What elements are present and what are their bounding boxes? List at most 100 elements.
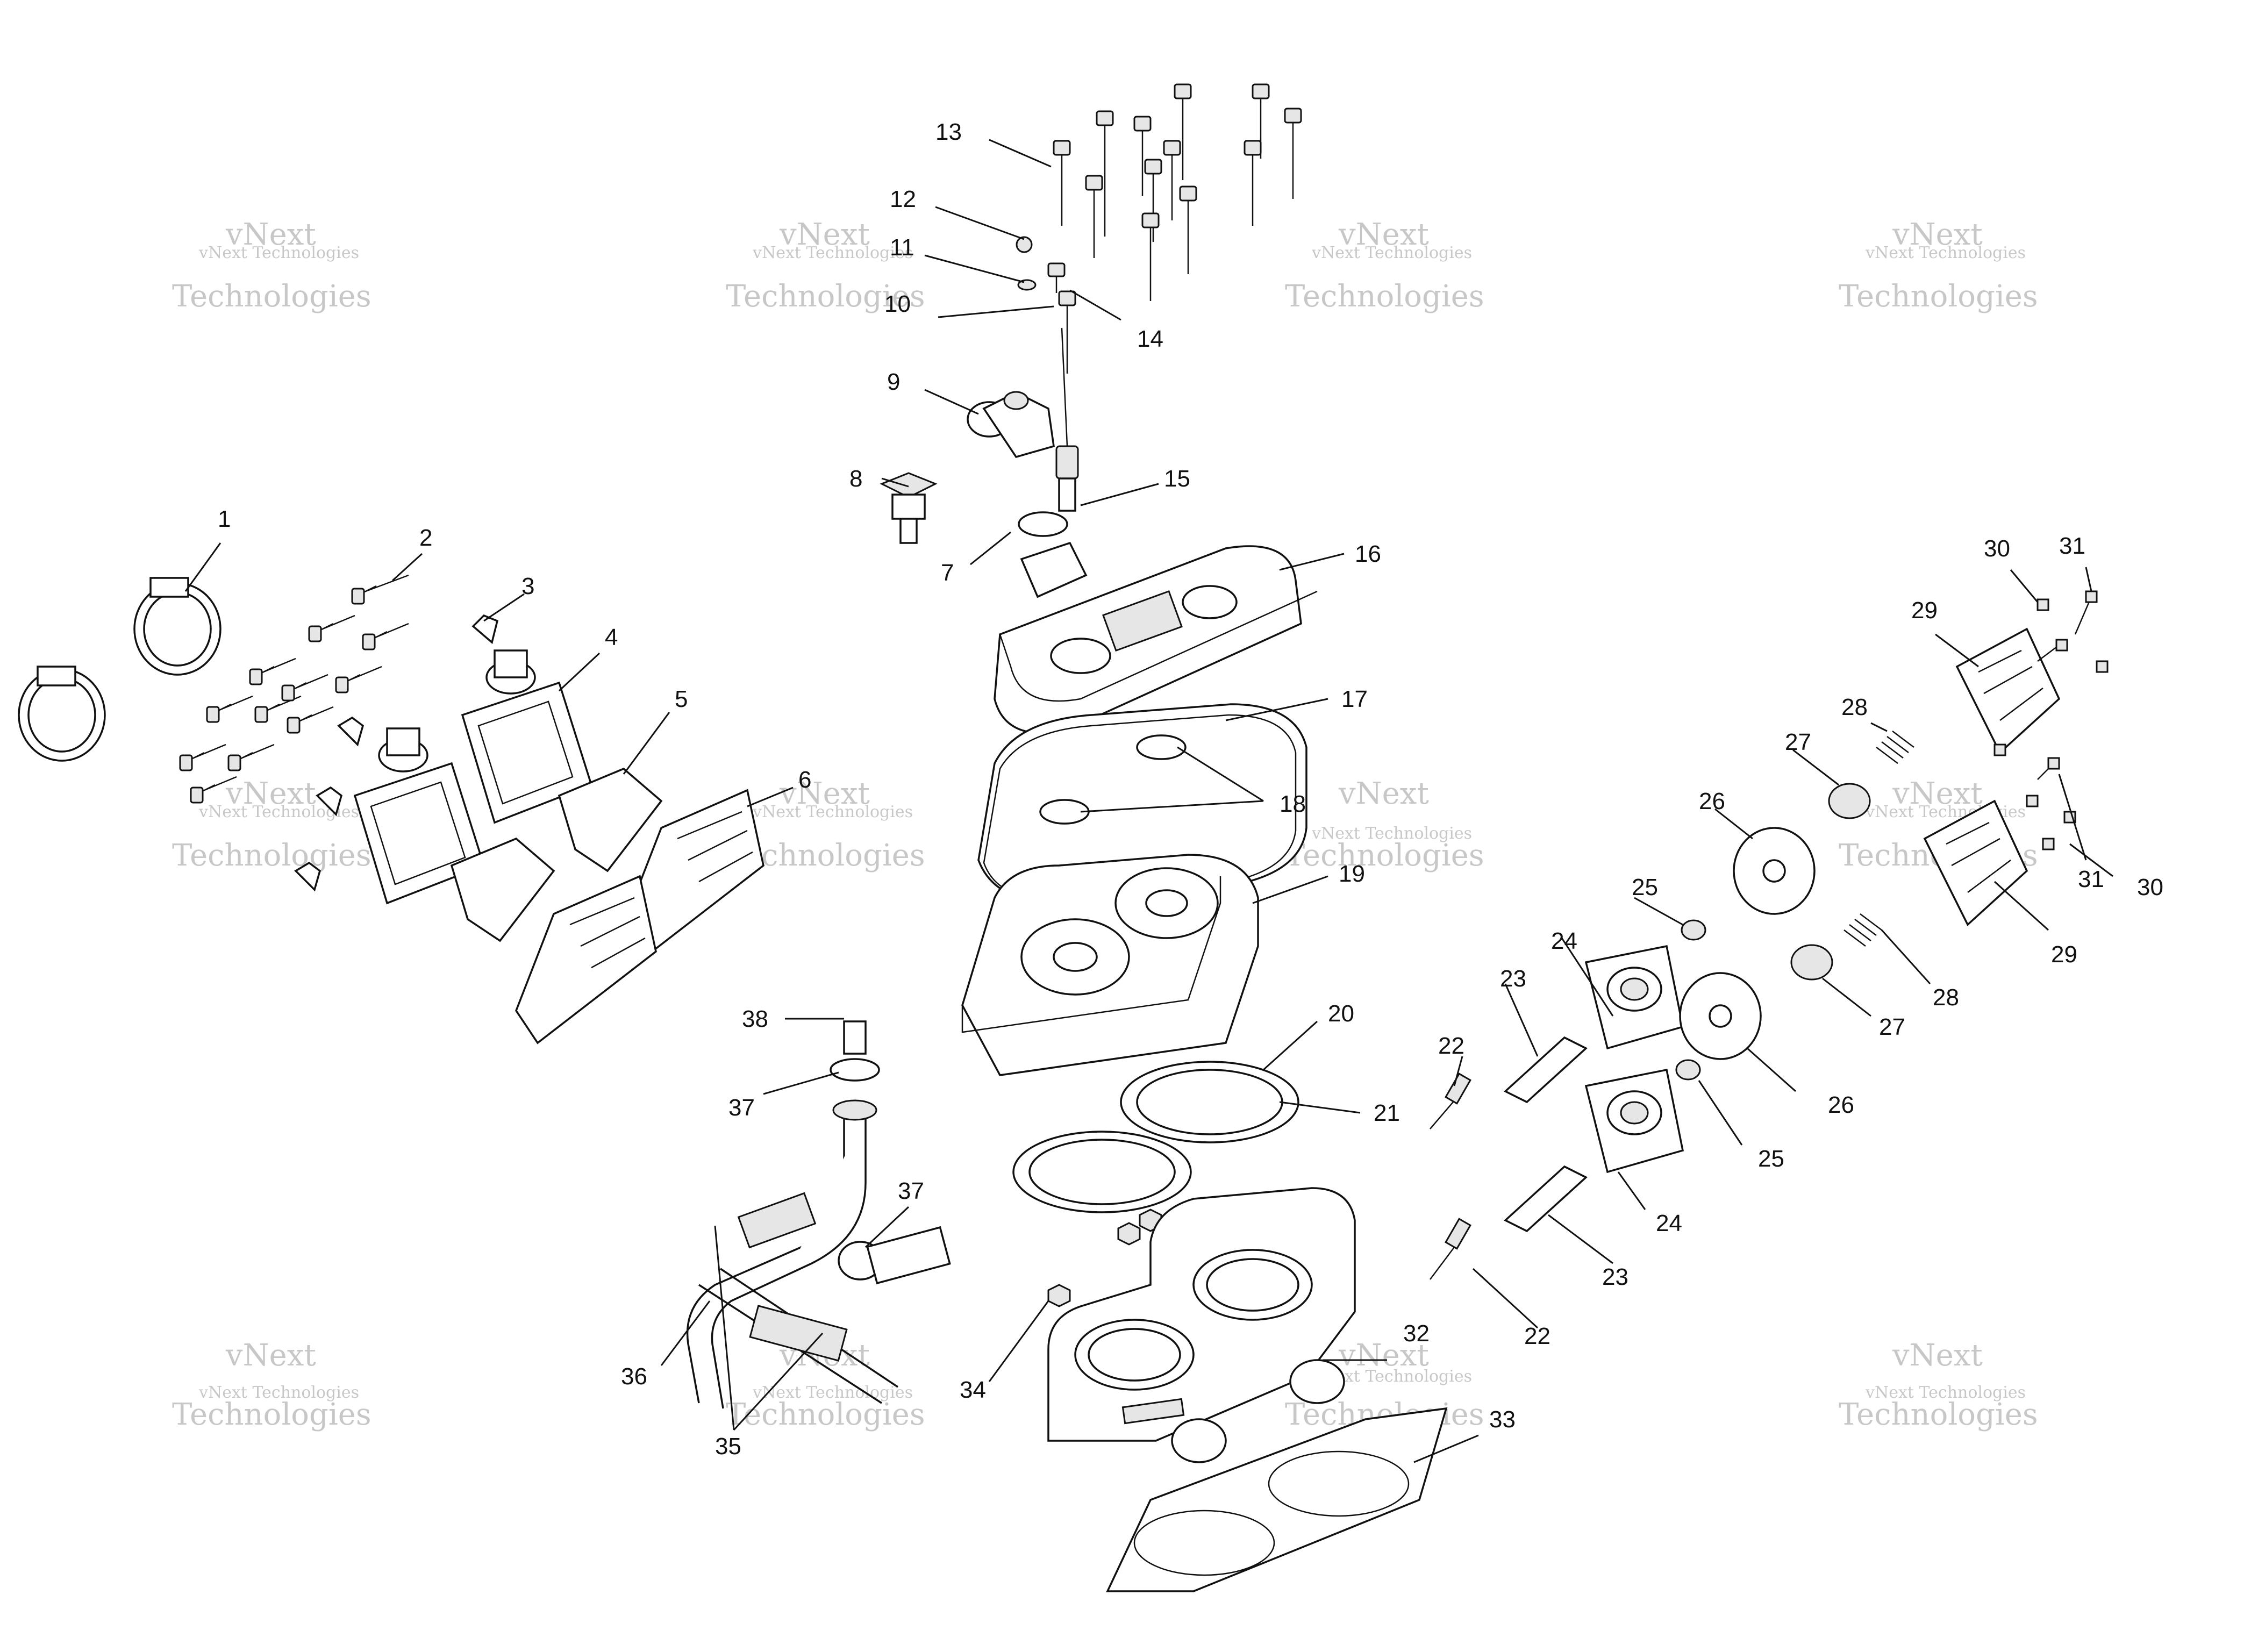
leader-lines [184, 139, 2113, 1463]
callout-9: 9 [887, 369, 900, 395]
bearing-27-part [1790, 783, 1871, 981]
thermostat-part [880, 472, 938, 544]
callout-19: 19 [1339, 861, 1365, 887]
reed-valve-part [515, 789, 764, 1045]
svg-text:vNext: vNext [779, 776, 870, 811]
svg-text:Technologies: Technologies [172, 838, 371, 873]
callout-22b: 22 [1524, 1323, 1550, 1349]
callout-31b: 31 [2078, 866, 2104, 892]
svg-text:Technologies: Technologies [1839, 279, 2038, 314]
watermark-mid-right-center: vNext Technologies vNext Technologies [1285, 776, 1484, 873]
svg-text:Technologies: Technologies [1285, 279, 1484, 314]
callout-37a: 37 [898, 1178, 924, 1204]
callout-31a: 31 [2059, 533, 2085, 559]
spacer-part [450, 767, 663, 942]
callout-6: 6 [798, 767, 811, 793]
callout-10: 10 [884, 291, 911, 317]
clip-set-part [294, 614, 499, 892]
svg-text:vNext: vNext [225, 1338, 316, 1373]
svg-text:vNext Technologies: vNext Technologies [198, 1383, 359, 1402]
callout-28a: 28 [1841, 694, 1868, 720]
callout-22a: 22 [1438, 1033, 1464, 1059]
sensor-22-part [1430, 1072, 1471, 1280]
callout-15: 15 [1164, 466, 1190, 492]
callout-7: 7 [941, 560, 954, 586]
svg-text:vNext Technologies: vNext Technologies [752, 244, 913, 262]
callout-1: 1 [218, 506, 231, 532]
callout-25b: 25 [1758, 1146, 1784, 1172]
callout-numbers: 1 2 3 4 5 6 7 8 9 10 11 12 13 14 15 16 1… [218, 119, 2163, 1460]
base-gasket-part [1106, 1407, 1448, 1592]
o-ring-7-part [1018, 511, 1068, 537]
callout-5: 5 [675, 686, 688, 712]
hose-assembly-part [686, 1020, 951, 1409]
bolt-set-part [179, 574, 409, 804]
svg-text:vNext: vNext [1892, 1338, 1983, 1373]
svg-text:vNext Technologies: vNext Technologies [752, 803, 913, 821]
svg-text:vNext: vNext [779, 217, 870, 252]
svg-text:vNext Technologies: vNext Technologies [1311, 824, 1472, 843]
svg-text:vNext Technologies: vNext Technologies [1865, 244, 2026, 262]
svg-text:vNext: vNext [1892, 776, 1983, 811]
callout-37b: 37 [728, 1095, 755, 1121]
watermark-mid-left: vNext Technologies vNext Technologies [172, 776, 371, 873]
svg-text:Technologies: Technologies [172, 279, 371, 314]
callout-23a: 23 [1500, 966, 1526, 992]
watermark-top-left: vNext Technologies vNext Technologies [172, 217, 371, 314]
svg-text:Technologies: Technologies [726, 1397, 925, 1432]
callout-27b: 27 [1879, 1014, 1905, 1040]
svg-text:vNext: vNext [1892, 217, 1983, 252]
callout-38: 38 [742, 1006, 768, 1032]
svg-text:vNext: vNext [225, 217, 316, 252]
seal-25-part [1675, 919, 1706, 1081]
callout-25a: 25 [1632, 874, 1658, 900]
svg-text:Technologies: Technologies [172, 1397, 371, 1432]
callout-8: 8 [849, 466, 862, 492]
svg-text:vNext Technologies: vNext Technologies [1865, 1383, 2026, 1402]
watermark-top-right-center: vNext Technologies vNext Technologies [1285, 217, 1484, 314]
svg-text:Technologies: Technologies [1285, 838, 1484, 873]
hose-clamp-part [18, 577, 221, 762]
callout-20: 20 [1328, 1000, 1354, 1027]
callout-12: 12 [890, 186, 916, 212]
callout-24b: 24 [1656, 1210, 1682, 1236]
watermark-top-center: vNext Technologies vNext Technologies [726, 217, 925, 314]
callout-21: 21 [1374, 1100, 1400, 1126]
cylinder-block-part [1047, 1187, 1356, 1463]
callout-30b: 30 [2137, 874, 2163, 900]
callout-27a: 27 [1785, 729, 1811, 755]
callout-33: 33 [1489, 1406, 1516, 1433]
svg-text:vNext Technologies: vNext Technologies [752, 1383, 913, 1402]
callout-11: 11 [890, 234, 914, 261]
callout-13: 13 [935, 119, 962, 145]
callout-3: 3 [521, 573, 534, 599]
cover-29-part [1923, 627, 2061, 926]
temperature-sensor-part [1055, 327, 1079, 512]
svg-text:vNext: vNext [1338, 776, 1429, 811]
callout-35: 35 [715, 1433, 741, 1460]
callout-28b: 28 [1933, 984, 1959, 1011]
callout-23b: 23 [1602, 1264, 1628, 1290]
callout-32: 32 [1403, 1320, 1430, 1347]
watermark-bottom-left: vNext Technologies vNext Technologies [172, 1338, 371, 1432]
head-bolts-part [1016, 83, 1302, 374]
svg-text:vNext: vNext [225, 776, 316, 811]
cylinder-o-ring-21-part [1012, 1069, 1283, 1213]
callout-14: 14 [1137, 326, 1163, 352]
watermark-top-right: vNext Technologies vNext Technologies [1839, 217, 2038, 314]
callout-17: 17 [1341, 686, 1368, 712]
callout-29a: 29 [1911, 597, 1938, 624]
cylinder-head-part [961, 854, 1259, 1076]
svg-text:Technologies: Technologies [726, 279, 925, 314]
callout-18: 18 [1280, 791, 1306, 817]
callout-30a: 30 [1984, 535, 2010, 562]
callout-34: 34 [960, 1377, 986, 1403]
rotary-cover-24-part [1584, 945, 1684, 1174]
svg-text:Technologies: Technologies [1839, 1397, 2038, 1432]
svg-text:vNext: vNext [1338, 217, 1429, 252]
callout-16: 16 [1355, 541, 1381, 567]
callout-36: 36 [621, 1363, 647, 1390]
svg-text:vNext Technologies: vNext Technologies [198, 244, 359, 262]
callout-26b: 26 [1828, 1092, 1854, 1118]
gasket-23-part [1503, 1036, 1588, 1233]
